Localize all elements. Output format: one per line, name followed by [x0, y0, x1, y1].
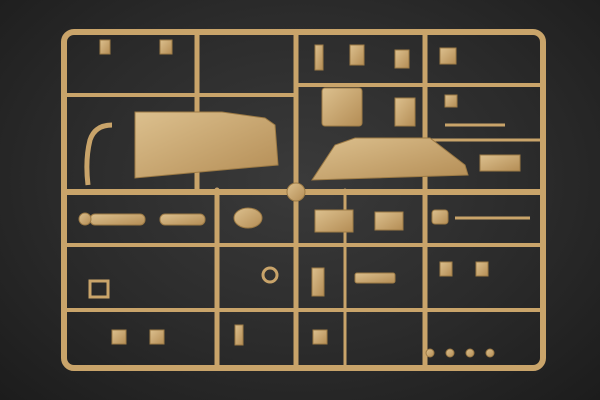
bar-part: [354, 272, 396, 284]
small-part: [149, 329, 165, 345]
pipe-part: [84, 122, 113, 186]
small-part: [394, 49, 410, 69]
round-part: [465, 348, 475, 358]
round-part: [445, 348, 455, 358]
frame-part: [88, 279, 110, 299]
sprue-frame: [61, 29, 546, 371]
small-part: [479, 154, 521, 172]
oval-part: [233, 207, 263, 229]
cylinder-part: [159, 213, 206, 226]
small-part: [349, 44, 365, 66]
small-part: [314, 44, 324, 71]
small-part: [311, 267, 325, 297]
sprue-tag: [286, 182, 306, 202]
small-part: [439, 47, 457, 65]
cylinder-part: [89, 213, 146, 226]
hatch-part: [321, 87, 363, 127]
panel-part: [314, 209, 354, 233]
small-part: [431, 209, 449, 225]
round-part: [485, 348, 495, 358]
small-part: [99, 39, 111, 55]
small-part: [444, 94, 458, 108]
small-part: [234, 324, 244, 346]
small-part: [111, 329, 127, 345]
hull-plate-part: [134, 111, 279, 179]
small-part: [312, 329, 328, 345]
ring-part: [261, 266, 279, 284]
round-part: [78, 212, 92, 226]
angled-plate-part: [311, 137, 469, 181]
round-part: [425, 348, 435, 358]
small-part: [159, 39, 173, 55]
small-part: [439, 261, 453, 277]
panel-part: [374, 211, 404, 231]
small-part: [475, 261, 489, 277]
box-part: [394, 97, 416, 127]
